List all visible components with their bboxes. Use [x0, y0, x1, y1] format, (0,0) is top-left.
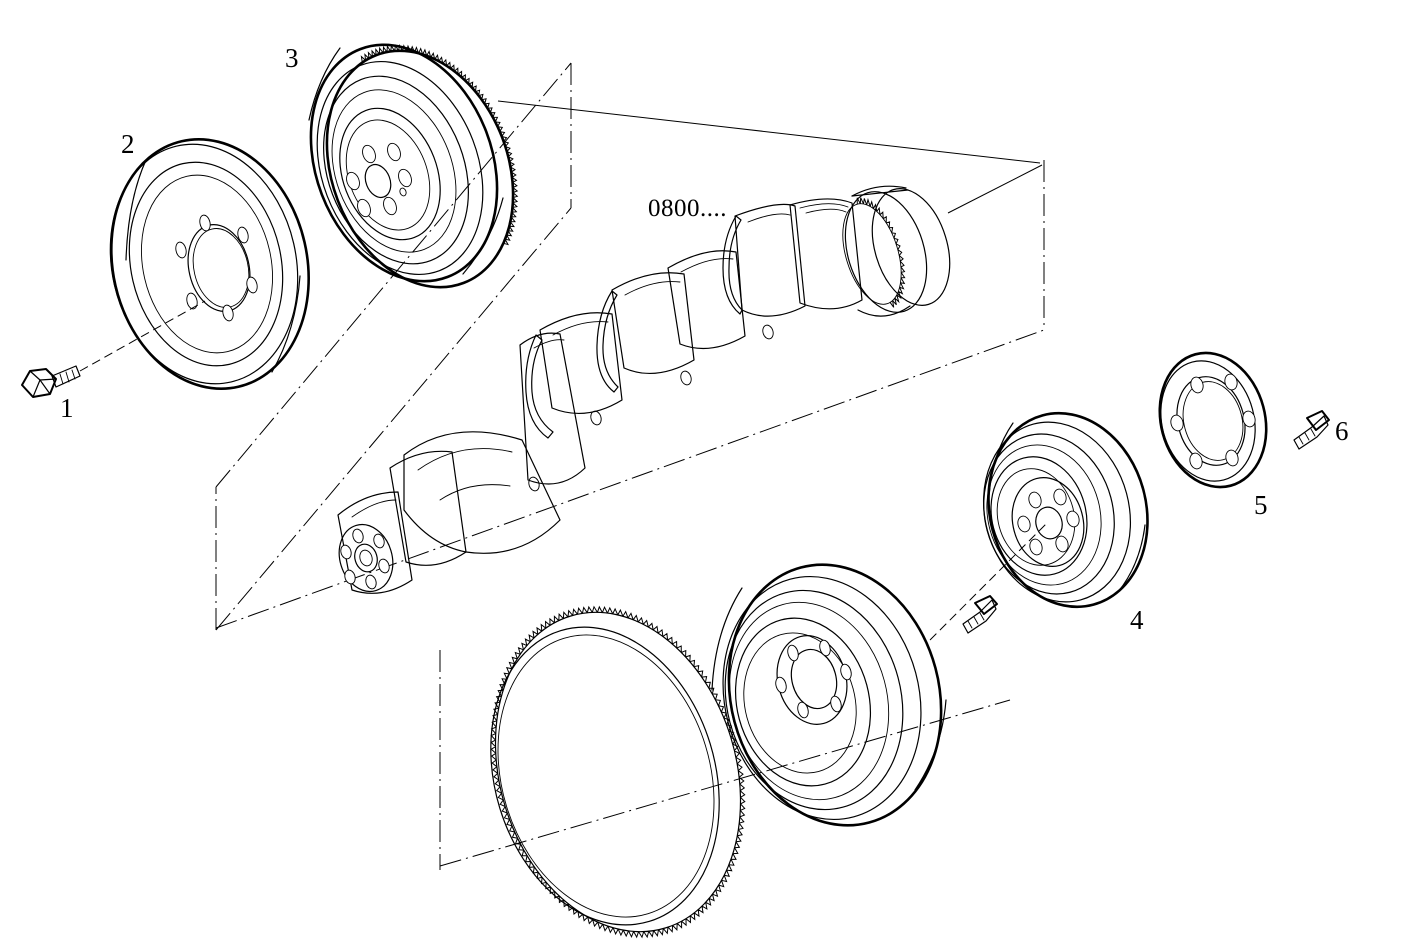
starter-ring-gear[interactable] — [455, 582, 778, 945]
group-code-label: 0800.... — [648, 195, 727, 222]
crankshaft-assembly[interactable] — [331, 179, 963, 598]
leader-1 — [79, 300, 206, 372]
leader-crank-frame — [947, 164, 1043, 214]
damper-retaining-bolt[interactable] — [962, 595, 998, 634]
crank-gear-teeth — [842, 197, 906, 308]
part-3-flywheel-with-ring-gear[interactable] — [278, 18, 546, 315]
part-5-damper-hub-flange[interactable] — [1145, 341, 1281, 499]
ring-gear-teeth — [360, 44, 519, 246]
part-4-vibration-damper-pulley[interactable] — [964, 395, 1169, 625]
projection-frame-crank-rear — [1043, 160, 1045, 330]
leader-frame-top — [497, 100, 1041, 164]
callout-6[interactable]: 6 — [1335, 416, 1349, 446]
callout-1[interactable]: 1 — [60, 393, 74, 423]
crank-journals-and-webs — [403, 198, 863, 554]
damper-back-disc[interactable] — [696, 541, 969, 850]
crankshaft-front-nose — [337, 450, 467, 594]
part-1-flange-bolt[interactable] — [21, 365, 81, 398]
callout-5[interactable]: 5 — [1254, 490, 1268, 520]
part-2-flexplate-adapter-disc[interactable] — [87, 119, 333, 408]
crankshaft-rear-flange — [842, 185, 951, 317]
projection-frame-lower — [439, 650, 441, 870]
callout-4[interactable]: 4 — [1130, 605, 1144, 635]
part-6-hub-bolt[interactable] — [1293, 410, 1330, 450]
callout-2[interactable]: 2 — [121, 129, 135, 159]
callout-3[interactable]: 3 — [285, 43, 299, 73]
